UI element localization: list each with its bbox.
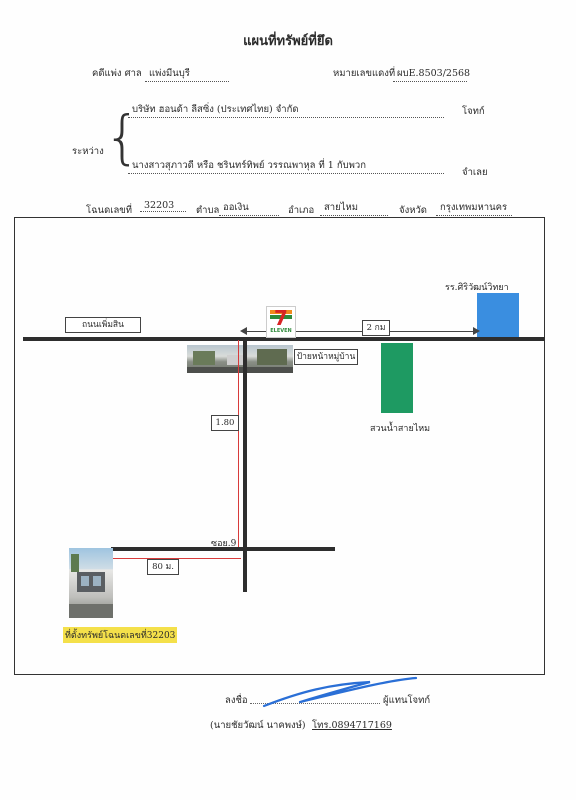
school-distance-line — [245, 331, 475, 332]
school-distance-label: 2 กม — [362, 320, 390, 336]
school-label: รร.ศิริวัฒน์วิทยา — [445, 283, 509, 293]
signature-label: ลงชื่อ — [225, 695, 248, 706]
plaintiff-name: บริษัท ฮอนด้า ลีสซิ่ง (ประเทศไทย) จำกัด — [128, 102, 444, 118]
seven-eleven-text: ELEVEN — [270, 328, 292, 334]
signatory-name: (นายชัยวัฒน์ นาคพงษ์) — [210, 720, 306, 731]
side-road — [243, 340, 247, 592]
main-road — [23, 337, 545, 341]
property-photo — [69, 548, 113, 618]
property-distance-label: 80 ม. — [147, 559, 179, 575]
plaintiff-role: โจทก์ — [462, 106, 485, 117]
deed-label: โฉนดเลขที่ — [86, 205, 133, 216]
village-sign-label: ป้ายหน้าหมู่บ้าน — [294, 349, 358, 365]
soi-distance-label: 1.80 — [211, 415, 239, 431]
page-title: แผนที่ทรัพย์ที่ยึด — [243, 34, 333, 49]
main-road-label: ถนนเพิ่มสิน — [65, 317, 141, 333]
court-label: คดีแพ่ง ศาล — [92, 68, 142, 79]
property-map: ถนนเพิ่มสิน รร.ศิริวัฒน์วิทยา 2 กม 7 ELE… — [14, 217, 545, 675]
signature-line — [250, 703, 380, 704]
between-label: ระหว่าง — [72, 146, 104, 157]
province-label: จังหวัด — [399, 205, 427, 216]
arrow-right-icon — [473, 327, 480, 335]
seven-eleven-digit: 7 — [274, 306, 288, 330]
property-location-label: ที่ตั้งทรัพย์โฉนดเลขที่32203 — [63, 627, 178, 643]
soi-road — [111, 547, 335, 551]
subdistrict-label: ตำบล — [196, 205, 220, 216]
signatory-phone: โทร.0894717169 — [312, 720, 392, 731]
subdistrict-value: ออเงิน — [219, 200, 279, 216]
soi-distance-line — [238, 340, 239, 548]
district-label: อำเภอ — [288, 205, 315, 216]
signature-role: ผู้แทนโจทก์ — [383, 695, 431, 706]
school-marker — [477, 293, 519, 337]
defendant-role: จำเลย — [462, 167, 488, 178]
soi-label: ซอย.9 — [211, 539, 237, 549]
province-value: กรุงเทพมหานคร — [436, 200, 512, 216]
seven-eleven-logo-icon: 7 ELEVEN — [266, 306, 296, 338]
case-number-value: ผบE.8503/2568 — [393, 66, 470, 82]
court-value: แพ่งมีนบุรี — [145, 66, 229, 82]
property-distance-line — [113, 558, 241, 559]
village-entrance-photo — [187, 345, 293, 373]
deed-value: 32203 — [140, 200, 186, 212]
park-label: สวนน้ำสายไหม — [370, 424, 431, 434]
arrow-left-icon — [240, 327, 247, 335]
defendant-name: นางสาวสุภาวดี หรือ ชรินทร์ทิพย์ วรรณพาหุ… — [128, 158, 444, 174]
case-number-label: หมายเลขแดงที่ — [333, 68, 396, 79]
district-value: สายไหม — [320, 200, 388, 216]
signature-scribble-icon — [262, 676, 418, 708]
park-marker — [381, 343, 413, 413]
